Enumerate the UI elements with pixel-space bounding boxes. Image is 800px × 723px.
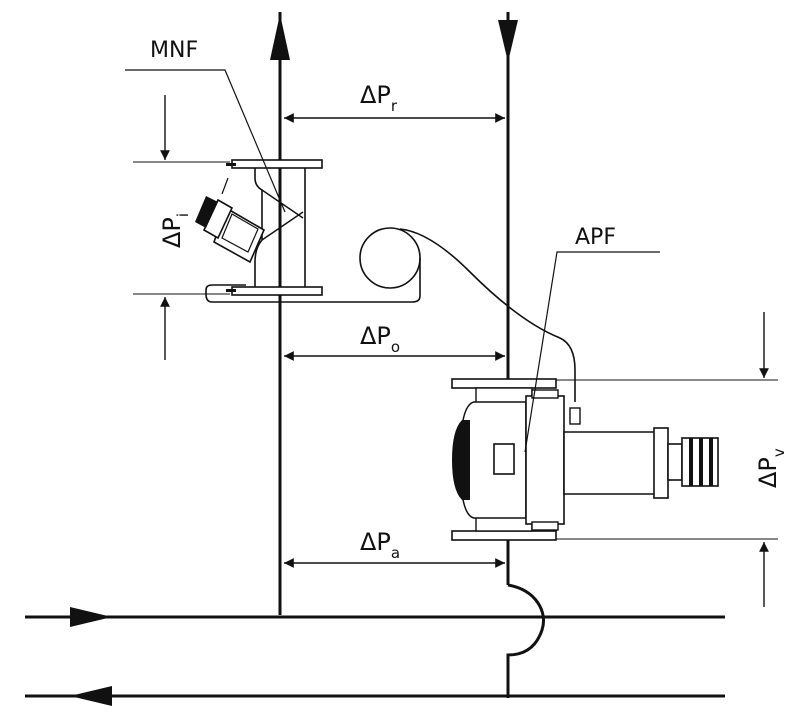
apf-impulse-fitting	[569, 407, 581, 425]
dp-o-label: ΔPo	[360, 322, 400, 356]
mnf-bolt	[226, 163, 236, 166]
impulse-tube-line	[205, 258, 421, 303]
apf-actuator	[563, 431, 666, 495]
mnf-body-inner	[261, 189, 304, 241]
apf-knob-rib	[699, 438, 703, 486]
return-flow-arrow	[70, 686, 112, 706]
supply-flow-arrow	[70, 607, 112, 627]
apf-actuator-end	[653, 427, 669, 499]
mnf-handle	[221, 177, 229, 195]
apf-plate	[493, 443, 515, 475]
mnf-handwheel-cap	[195, 196, 218, 228]
dimension-lines	[133, 95, 778, 607]
pipe-crossover	[506, 583, 545, 698]
mnf-bottom-flange	[231, 286, 323, 296]
labels: MNF APF ΔPr ΔPo ΔPa ΔPi ΔPv	[150, 38, 788, 562]
apf-label: APF	[575, 225, 616, 250]
apf-housing-cap-bottom	[531, 521, 559, 531]
dp-v-label: ΔPv	[754, 448, 788, 488]
apf-knob-rib	[689, 438, 693, 486]
impulse-tube-coil	[359, 227, 421, 289]
mnf-bonnet-inner	[221, 213, 259, 253]
mnf-body-left	[254, 168, 263, 287]
flow-up-arrow	[270, 14, 290, 60]
pipes	[25, 12, 725, 706]
apf-body-side	[452, 420, 470, 500]
dp-r-label: ΔPr	[360, 81, 398, 115]
apf-top-flange	[451, 378, 557, 389]
mnf-valve	[195, 159, 323, 296]
apf-bottom-flange	[451, 530, 557, 541]
impulse-tube	[205, 227, 576, 402]
flow-down-arrow	[498, 20, 518, 62]
leader-lines	[125, 69, 660, 453]
dp-i-label: ΔPi	[158, 213, 192, 248]
apf-knob-rib	[709, 438, 713, 486]
dp-a-label: ΔPa	[360, 528, 400, 562]
impulse-tube-to-apf	[399, 228, 576, 402]
apf-valve	[451, 378, 719, 541]
mnf-label: MNF	[150, 38, 198, 63]
apf-diaphragm-housing	[525, 395, 565, 525]
mnf-leader	[125, 69, 286, 213]
mnf-top-flange	[231, 159, 323, 169]
mnf-bolt	[226, 289, 236, 292]
apf-housing-cap-top	[531, 389, 559, 399]
apf-leader	[524, 251, 660, 453]
apf-spindle	[667, 443, 683, 481]
